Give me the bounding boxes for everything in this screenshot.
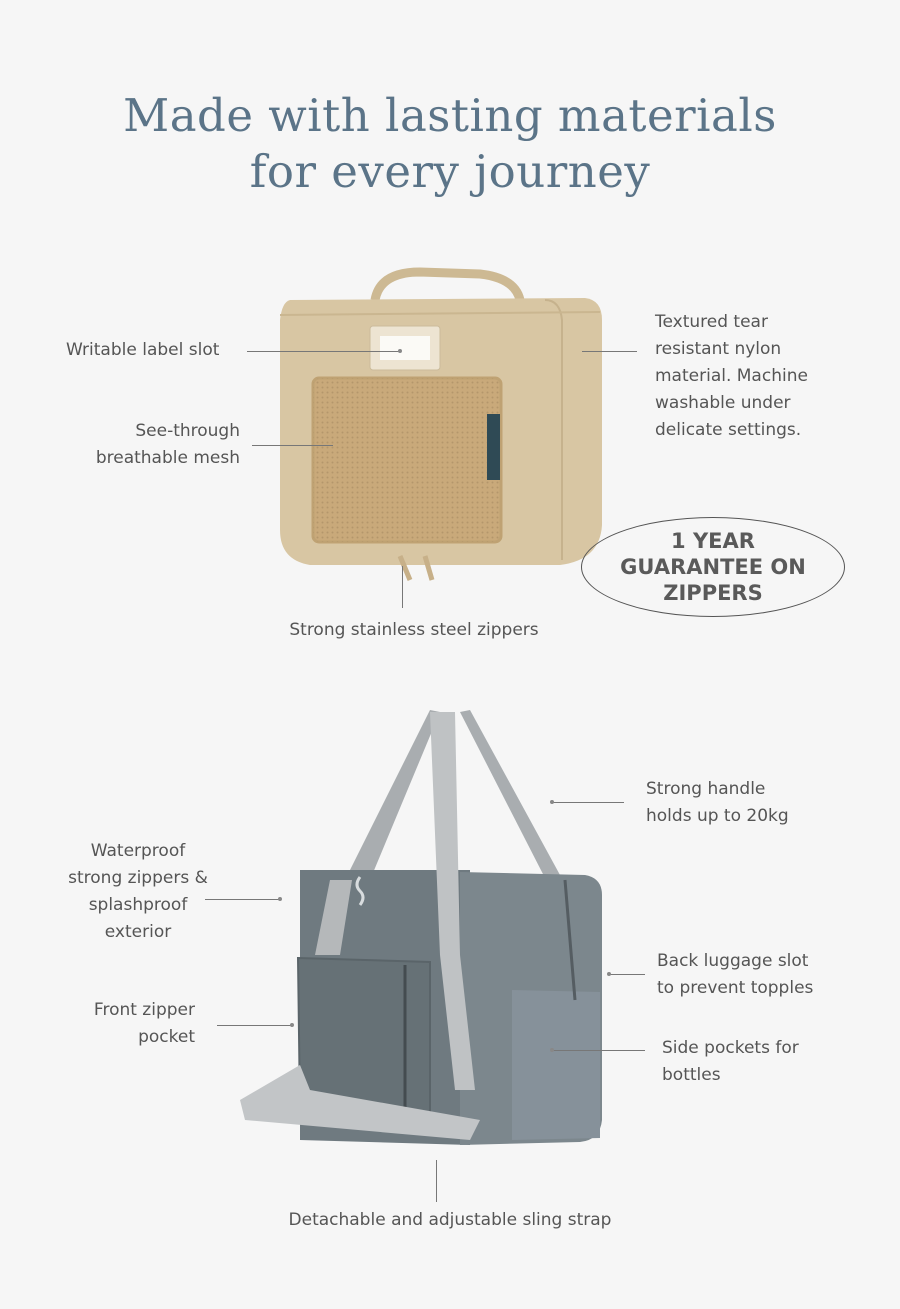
callout-dot <box>550 1048 554 1052</box>
callout-text: holds up to 20kg <box>646 806 789 826</box>
packing-cube-image <box>279 267 602 581</box>
callout-text: washable under <box>655 393 791 413</box>
callout-text: Back luggage slot <box>657 951 809 971</box>
callout-text: material. Machine <box>655 366 808 386</box>
callout-text: to prevent topples <box>657 978 814 998</box>
callout-text: strong zippers & <box>68 868 208 888</box>
callout-text: Textured tear <box>655 312 768 332</box>
page-title: Made with lasting materials for every jo… <box>0 88 900 200</box>
callout-front-pocket: Front zipper pocket <box>40 997 195 1051</box>
callout-handle: Strong handle holds up to 20kg <box>646 776 789 830</box>
callout-line <box>582 351 637 352</box>
callout-text: pocket <box>138 1027 195 1047</box>
callout-text: bottles <box>662 1065 721 1085</box>
callout-line <box>252 445 333 446</box>
badge-text: 1 YEAR <box>671 529 755 553</box>
callout-text: Side pockets for <box>662 1038 799 1058</box>
callout-line <box>217 1025 292 1026</box>
callout-line <box>436 1160 437 1202</box>
callout-mesh: See-through breathable mesh <box>40 418 240 472</box>
duffel-bag-image <box>240 710 602 1145</box>
callout-text: delicate settings. <box>655 420 802 440</box>
callout-dot <box>550 800 554 804</box>
callout-text: resistant nylon <box>655 339 782 359</box>
callout-dot <box>290 1023 294 1027</box>
callout-text: Strong handle <box>646 779 766 799</box>
badge-text: ZIPPERS <box>663 581 763 605</box>
callout-text: breathable mesh <box>95 448 240 468</box>
callout-line <box>552 1050 645 1051</box>
callout-text: See-through <box>135 421 240 441</box>
callout-dot <box>278 897 282 901</box>
callout-back-slot: Back luggage slot to prevent topples <box>657 948 813 1002</box>
guarantee-badge: 1 YEAR GUARANTEE ON ZIPPERS <box>581 517 845 617</box>
callout-text: exterior <box>104 922 172 942</box>
callout-waterproof: Waterproof strong zippers & splashproof … <box>40 838 236 946</box>
callout-line <box>609 974 645 975</box>
callout-line <box>552 802 624 803</box>
callout-strap: Detachable and adjustable sling strap <box>288 1210 612 1230</box>
callout-label-slot: Writable label slot <box>66 340 220 360</box>
callout-line <box>205 899 280 900</box>
callout-text: Waterproof <box>90 841 186 861</box>
title-line-1: Made with lasting materials <box>123 89 777 142</box>
callout-line <box>247 351 400 352</box>
callout-zippers: Strong stainless steel zippers <box>289 620 539 640</box>
callout-material: Textured tear resistant nylon material. … <box>655 309 808 444</box>
callout-text: Front zipper <box>93 1000 195 1020</box>
callout-dot <box>398 349 402 353</box>
badge-text: GUARANTEE ON <box>620 555 806 579</box>
callout-side-pockets: Side pockets for bottles <box>662 1035 799 1089</box>
callout-dot <box>607 972 611 976</box>
title-line-2: for every journey <box>249 145 651 198</box>
callout-line <box>402 566 403 608</box>
callout-text: splashproof <box>88 895 188 915</box>
